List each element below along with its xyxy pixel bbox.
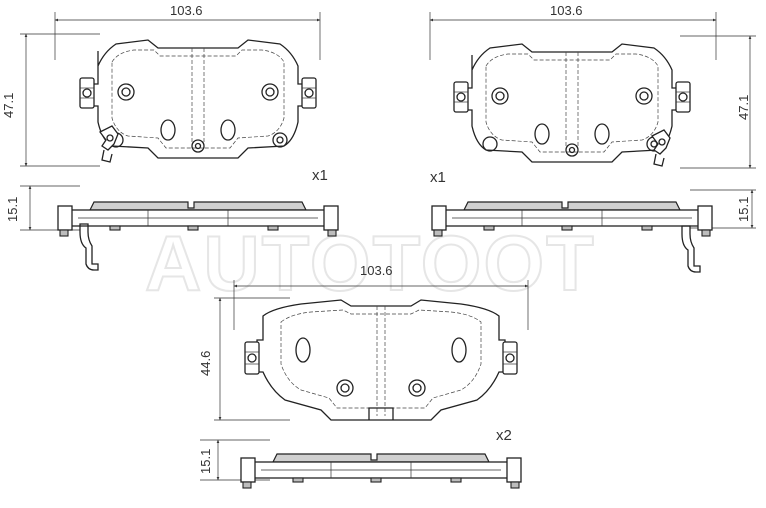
pad-top-left: 103.6 47.1 x1 15.1 <box>1 3 339 271</box>
width-dimension: 103.6 <box>360 263 393 278</box>
thickness-dimension: 15.1 <box>736 197 751 222</box>
quantity-label: x1 <box>430 169 446 186</box>
watermark: AUTOTOOT <box>145 219 596 307</box>
thickness-dimension: 15.1 <box>5 197 20 222</box>
quantity-label: x2 <box>496 427 512 444</box>
width-dimension: 103.6 <box>170 3 203 18</box>
thickness-dimension: 15.1 <box>198 449 213 474</box>
pad-top-right: 103.6 47.1 x1 15.1 <box>429 3 756 273</box>
width-dimension: 103.6 <box>550 3 583 18</box>
height-dimension: 47.1 <box>1 93 16 118</box>
height-dimension: 44.6 <box>198 351 213 376</box>
quantity-label: x1 <box>312 167 328 184</box>
pad-bottom: 103.6 44.6 x2 15.1 <box>198 263 529 489</box>
height-dimension: 47.1 <box>736 95 751 120</box>
